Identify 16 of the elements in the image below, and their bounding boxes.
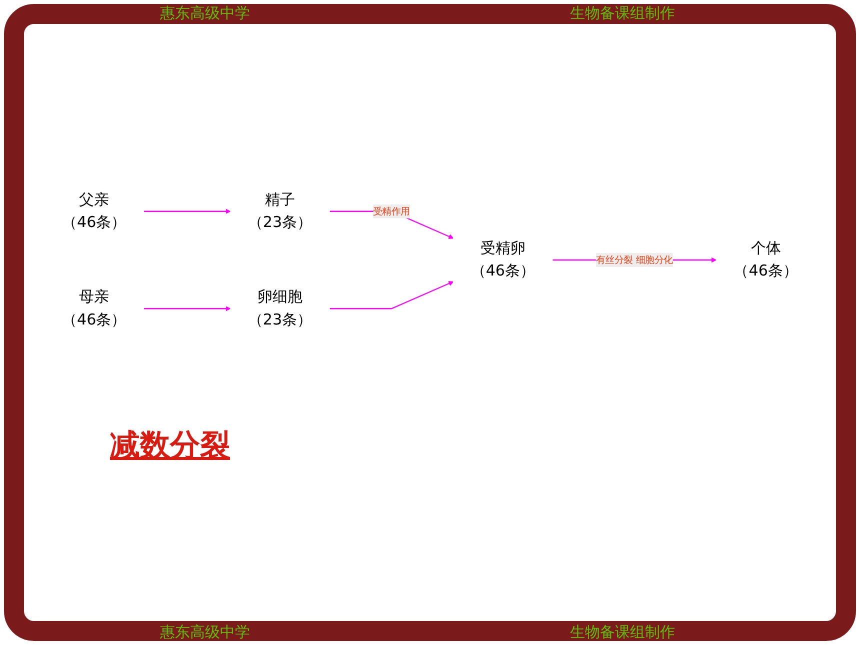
banner-text: 生物备课组制作	[570, 4, 675, 23]
banner-text: 惠东高级中学	[160, 4, 250, 23]
node-text: 母亲 （46条）	[62, 288, 126, 328]
node-text: 个体 （46条）	[734, 240, 798, 280]
edge-label: 有丝分裂 细胞分化	[596, 254, 673, 266]
node-text: 卵细胞 （23条）	[248, 288, 312, 328]
process-heading: 减数分裂	[110, 427, 230, 465]
banner-text: 生物备课组制作	[570, 623, 675, 642]
banner-text: 惠东高级中学	[160, 623, 250, 642]
arrow	[144, 208, 231, 214]
arrow	[330, 281, 454, 310]
node-text: 精子 （23条）	[248, 191, 312, 232]
edge-label: 受精作用	[372, 206, 410, 217]
arrow	[144, 306, 231, 312]
node-text: 受精卵 （46条）	[470, 240, 536, 280]
node-text: 父亲 （46条）	[62, 191, 126, 232]
